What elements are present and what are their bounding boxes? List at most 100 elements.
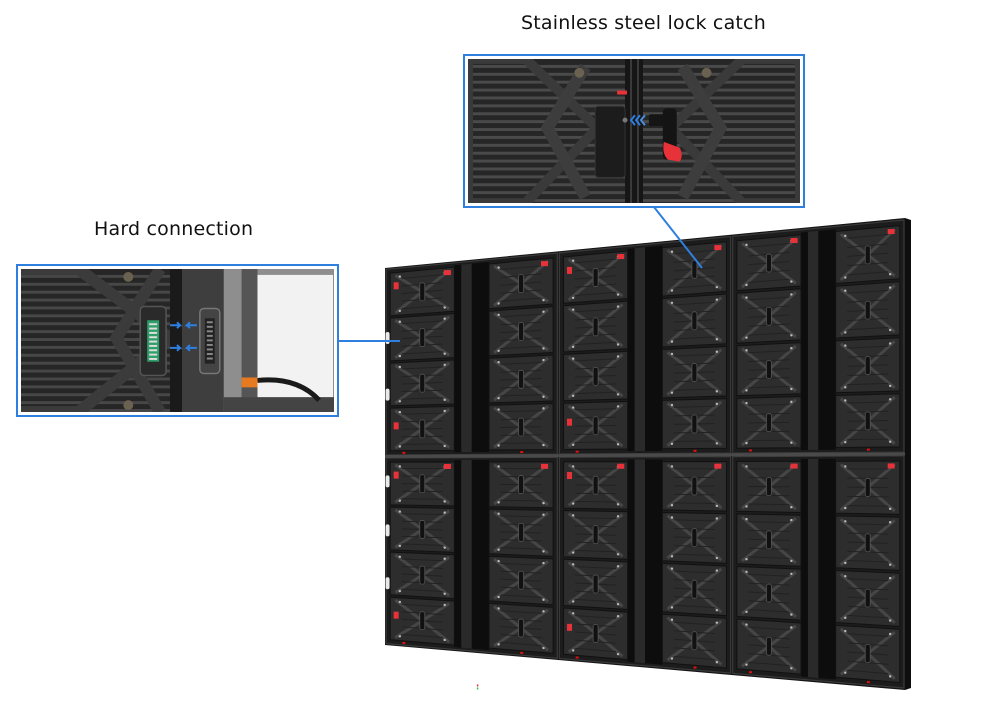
module-screw [398,499,402,502]
led-module [389,405,455,452]
led-cabinet [732,455,905,689]
module-vent [847,532,889,535]
module-x-rib [741,621,797,672]
module-vent [748,573,790,577]
module-vent [673,423,715,425]
module-vent [575,566,617,570]
module-vent [673,570,715,574]
module-vent [500,289,542,294]
module-screw [571,612,575,615]
module-screw [790,626,793,629]
module-screw [443,546,446,549]
module-vent [500,434,542,436]
led-module [488,602,554,654]
module-vent [673,596,715,600]
module-handle [419,373,426,393]
module-screw [443,409,446,413]
indicator-dot [575,656,579,659]
lock-handle-red [617,254,625,260]
module-screw [398,400,402,403]
led-module [835,393,901,448]
status-led-red [476,487,479,490]
module-screw [790,518,793,522]
module-vent [401,281,443,287]
module-x-rib [493,308,549,354]
module-vent [673,621,715,626]
module-vent [748,661,790,667]
module-screw [888,342,892,345]
edge-handle [385,475,390,488]
module-face [389,313,455,362]
module-handle [592,525,599,545]
module-vent [847,252,889,258]
module-handle [518,522,524,542]
module-vent [500,586,542,590]
module-vent [847,317,889,322]
module-vent [401,305,443,310]
module-handle [691,476,698,496]
hard-connection-caption: Hard connection [94,218,254,240]
module-screw [443,352,446,355]
module-screw [790,346,793,350]
lock-handle-red [663,141,682,162]
module-screw [398,635,402,638]
module-vent [748,332,790,336]
module-screw [888,465,892,468]
cabinet-center-channel [801,458,836,680]
module-vent [673,638,715,643]
module-screw [888,563,892,566]
module-screw [398,544,402,548]
module-x-rib [666,296,723,345]
module-screw [542,465,545,468]
module-x-rib [839,340,896,391]
wall-side-edge [905,218,911,690]
module-x-rib [666,244,723,294]
cabinet-center-channel [454,459,489,651]
led-module [389,266,455,317]
module-vent [401,328,443,332]
module-handle [691,579,698,599]
module-face [736,565,802,621]
module-screw [888,521,892,524]
led-module [736,565,802,621]
module-screw [715,246,719,249]
module-vent [673,267,715,272]
module-screw [745,570,748,574]
module-vent [500,641,542,647]
module-vent [575,433,617,435]
module-vent [673,362,715,366]
led-module [661,398,727,450]
module-screw [670,340,674,343]
indicator-dot [402,451,406,454]
module-vent [401,343,443,347]
led-cabinet [732,219,905,496]
module-vent [673,536,715,539]
module-screw [616,652,620,656]
module-vent [401,633,443,639]
module-vent [847,523,889,526]
cabinet-rail [807,230,819,450]
module-vent [500,610,542,614]
module-x-rib [394,553,451,597]
module-handle [864,588,871,608]
module-screw [497,595,500,599]
module-screw [398,510,402,513]
module-screw [542,610,545,613]
module-screw [790,559,793,563]
module-x-rib [741,515,797,565]
module-vent [673,327,715,332]
module-handle [592,475,599,495]
module-vent [847,541,889,544]
module-vent [401,374,443,377]
module-handle [691,259,698,279]
module-screw [398,309,402,313]
module-screw [670,618,674,621]
led-module [835,570,901,627]
module-screw [398,365,402,369]
indicator-dot [402,641,406,644]
module-handle [518,322,524,341]
module-vent [673,519,715,522]
module-screw [888,632,892,636]
module-vent [575,533,617,536]
led-module [661,293,727,348]
